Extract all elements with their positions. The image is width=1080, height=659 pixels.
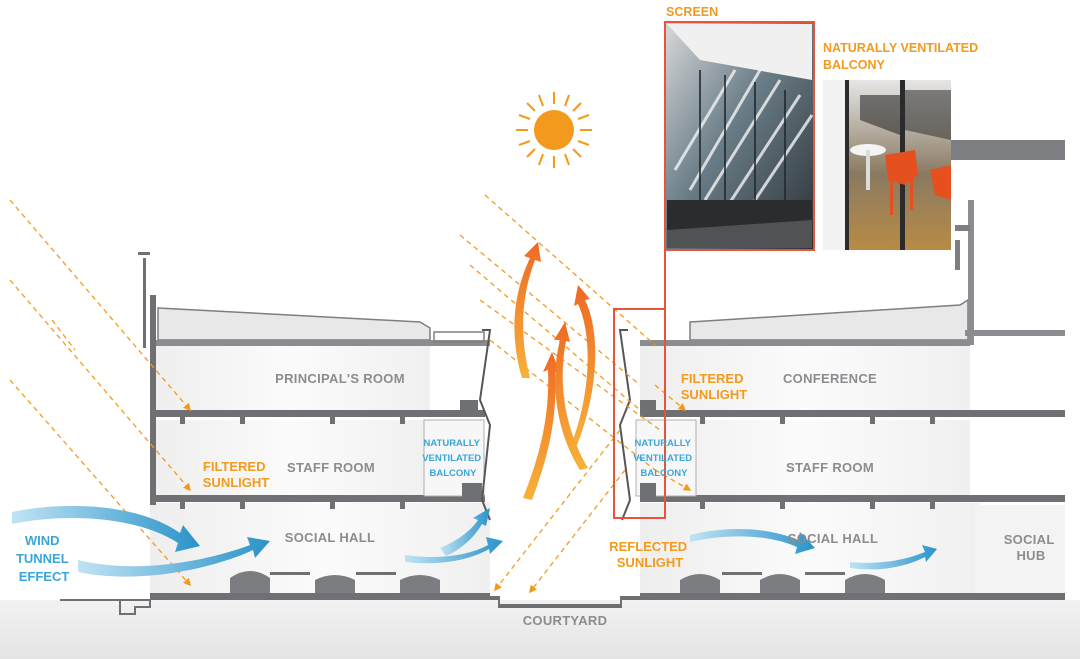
label-balcony-right: NATURALLY VENTILATED BALCONY — [633, 438, 695, 479]
label-balcony-left: NATURALLY VENTILATED BALCONY — [422, 438, 484, 479]
label-filtered-sunlight-left: FILTERED SUNLIGHT — [203, 459, 270, 490]
screen-photo — [664, 21, 815, 251]
screen-photo-title: SCREEN — [666, 5, 719, 19]
courtyard-floor — [480, 596, 640, 608]
balcony-photo-title: NATURALLY VENTILATED BALCONY — [823, 41, 979, 72]
label-reflected-sunlight: REFLECTED SUNLIGHT — [609, 539, 691, 570]
label-social-hall-right: SOCIAL HALL — [788, 531, 878, 546]
sun-rays-courtyard — [459, 194, 692, 594]
label-courtyard: COURTYARD — [523, 613, 608, 628]
screen-highlight-frame — [613, 250, 666, 519]
ground-shadow — [0, 600, 1080, 659]
label-social-hub: SOCIAL HUB — [1004, 532, 1059, 563]
label-principals-room: PRINCIPAL'S ROOM — [275, 371, 405, 386]
sun-rays-left — [9, 199, 192, 587]
wind-arrows — [12, 505, 937, 577]
right-building — [618, 140, 1065, 600]
label-conference: CONFERENCE — [783, 371, 877, 386]
label-social-hall-left: SOCIAL HALL — [285, 530, 375, 545]
label-staff-room-right: STAFF ROOM — [786, 460, 874, 475]
label-filtered-sunlight-right: FILTERED SUNLIGHT — [681, 371, 748, 402]
rising-air-arrows — [514, 242, 596, 500]
sun-icon — [516, 92, 592, 168]
balcony-photo — [823, 80, 951, 250]
label-wind-tunnel-effect: WIND TUNNEL EFFECT — [16, 533, 72, 584]
left-building — [60, 252, 492, 615]
label-staff-room-left: STAFF ROOM — [287, 460, 375, 475]
